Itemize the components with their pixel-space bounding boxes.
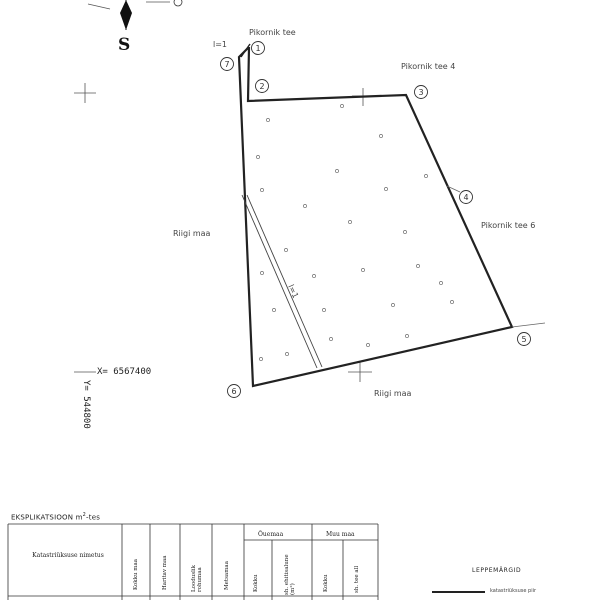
grid-cross-icon <box>74 83 96 103</box>
neighbor-label: Riigi maa <box>374 389 412 398</box>
vertex-marker: 2 <box>255 79 269 93</box>
legend-title: LEPPEMÄRGID <box>472 567 522 574</box>
x-coordinate: X= 6567400 <box>97 367 151 377</box>
col-header-looduslik-rohumaa: Looduslik rohumaa <box>191 564 203 592</box>
north-arrow-letter: S <box>118 35 130 55</box>
neighbor-label: Pikornik tee <box>249 28 296 37</box>
svg-text:6: 6 <box>232 387 237 396</box>
dimension-label: l=1 <box>213 40 227 49</box>
svg-text:7: 7 <box>225 60 230 69</box>
col-header-muu-maa: Muu maa <box>326 531 355 538</box>
svg-text:1: 1 <box>256 44 261 53</box>
col-header-ehitisalune: sh. ehitisalune (m²) <box>284 554 296 595</box>
col-header-tee-all: sh. tee all <box>354 565 360 593</box>
vertex-marker: 6 <box>227 384 241 398</box>
col-header-kokku-maa: Kokku maa <box>133 558 139 590</box>
grid-cross-icon <box>348 362 372 382</box>
tree-symbols <box>256 104 454 361</box>
col-header-haritav-maa: Haritav maa <box>162 555 168 590</box>
svg-text:5: 5 <box>522 335 527 344</box>
col-header-ouemaa: Õuemaa <box>258 531 284 538</box>
vertex-marker: 7 <box>220 57 234 71</box>
neighbor-label: Riigi maa <box>173 229 211 238</box>
col-header-name: Katastriüksuse nimetus <box>32 552 104 559</box>
inner-line <box>241 194 318 369</box>
dimension-label: l=1 <box>286 283 300 299</box>
col-header-ouemaa-kokku: Kokku <box>253 574 259 592</box>
col-header-metsamaa: Metsamaa <box>224 561 230 590</box>
explication-table-grid <box>7 523 379 600</box>
col-header-muu-kokku: Kokku <box>323 574 329 592</box>
vertex-marker: 5 <box>517 332 531 346</box>
y-coordinate: Y= 544800 <box>81 380 91 429</box>
svg-text:3: 3 <box>419 88 424 97</box>
north-arrow-icon <box>87 0 183 30</box>
neighbor-line <box>446 185 461 193</box>
vertex-marker: 4 <box>459 190 473 204</box>
legend-item-label: katastriüksuse piir <box>490 588 537 594</box>
neighbor-line <box>511 322 546 328</box>
svg-text:4: 4 <box>464 193 469 202</box>
vertex-marker: 3 <box>414 85 428 99</box>
svg-text:2: 2 <box>260 82 265 91</box>
neighbor-label: Pikornik tee 6 <box>481 221 535 230</box>
vertex-marker: 1 <box>251 41 265 55</box>
explication-title: EKSPLIKATSIOON m2-tes <box>11 512 101 522</box>
neighbor-line <box>240 43 251 58</box>
inner-line <box>246 194 323 368</box>
parcel-boundary <box>237 46 514 388</box>
neighbor-label: Pikornik tee 4 <box>401 62 455 71</box>
